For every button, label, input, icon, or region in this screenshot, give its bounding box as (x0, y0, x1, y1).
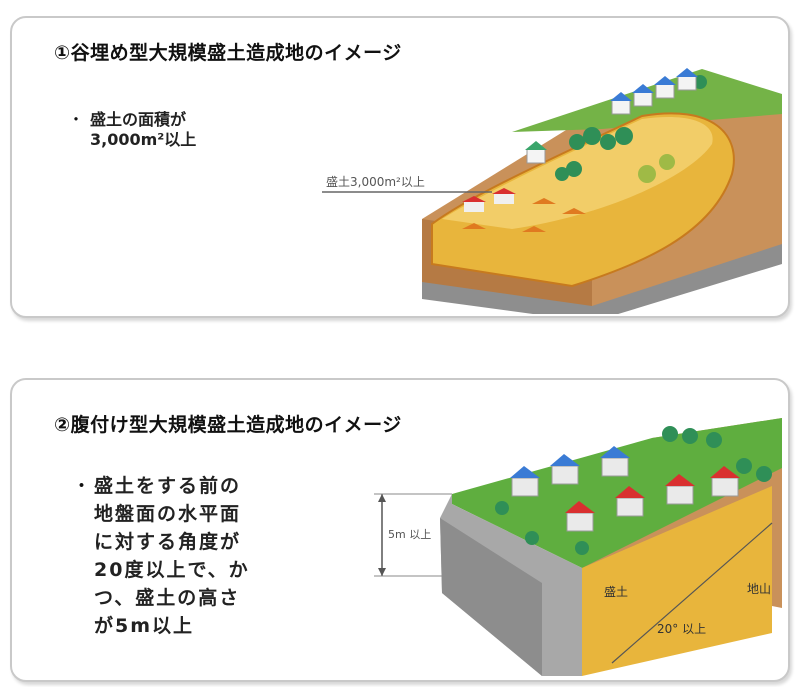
bullet-marker: ・ (68, 110, 85, 129)
panel-side-fill: ②腹付け型大規模盛土造成地のイメージ ・ 盛土をする前の 地盤面の水平面 に対す… (10, 378, 790, 682)
trees (495, 426, 772, 555)
panel1-criteria-text: 盛土の面積が 3,000m²以上 (90, 110, 197, 149)
trees (555, 75, 707, 183)
ground-label: 地山 (747, 582, 771, 596)
panel1-title: ①谷埋め型大規模盛土造成地のイメージ (54, 42, 402, 64)
houses-upper (525, 68, 698, 164)
height-label: 5m 以上 (388, 528, 431, 541)
houses-lower (462, 188, 586, 232)
fill-area-callout: 盛土3,000m²以上 (326, 174, 425, 189)
angle-label: 20° 以上 (657, 622, 706, 636)
houses-blue (510, 446, 630, 497)
panel2-criteria-text: 盛土をする前の 地盤面の水平面 に対する角度が 20度以上で、か つ、盛土の高さ… (94, 475, 250, 637)
fill-boundary (611, 522, 773, 664)
fill-wedge (582, 486, 772, 676)
houses-red (565, 466, 740, 532)
wall-face (440, 518, 542, 676)
side-fill-illustration: 5m 以上 盛土 地山 20° 以上 (374, 418, 782, 676)
valley-fill-illustration: 盛土3,000m²以上 (322, 68, 782, 314)
panel2-criteria: ・ 盛土をする前の 地盤面の水平面 に対する角度が 20度以上で、か つ、盛土の… (72, 472, 250, 640)
grass-top (452, 418, 782, 568)
gray-base (422, 244, 782, 314)
panel2-title: ②腹付け型大規模盛土造成地のイメージ (54, 414, 402, 436)
fill-label: 盛土 (604, 584, 628, 599)
bullet-marker: ・ (72, 475, 92, 497)
panel1-criteria: ・ 盛土の面積が 3,000m²以上 (68, 110, 196, 150)
panel-valley-fill: ①谷埋め型大規模盛土造成地のイメージ ・ 盛土の面積が 3,000m²以上 (10, 16, 790, 318)
